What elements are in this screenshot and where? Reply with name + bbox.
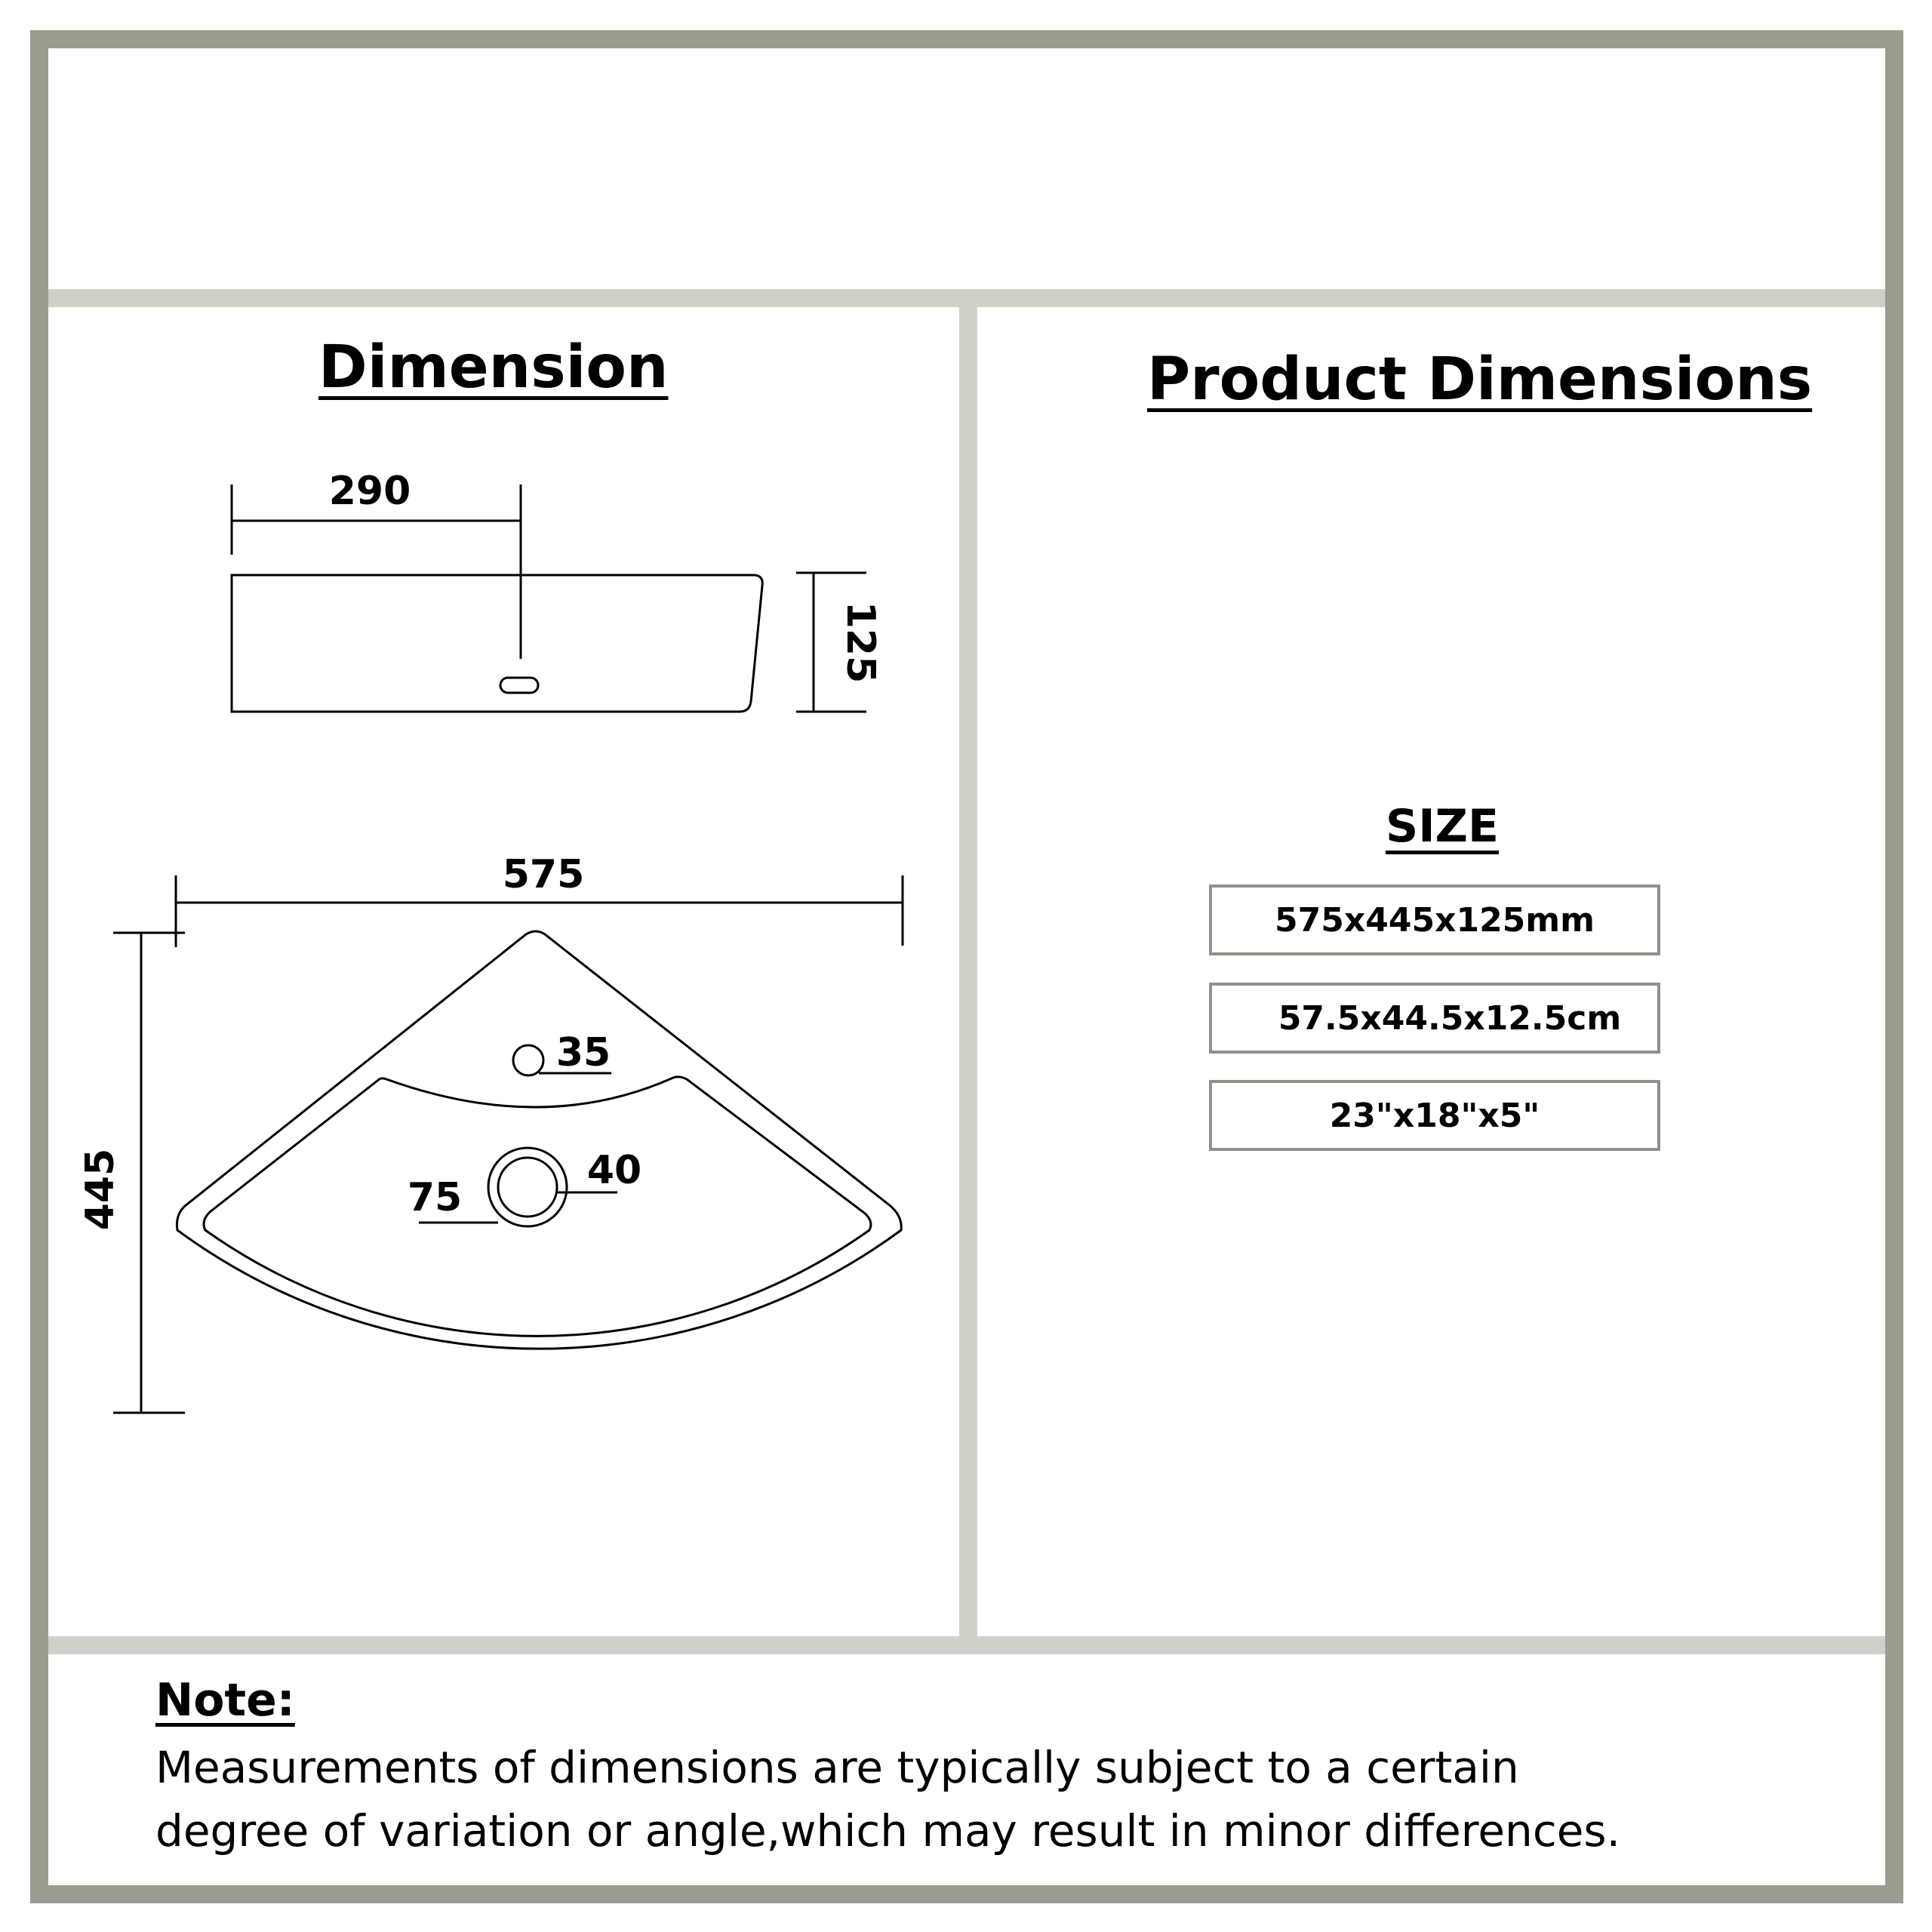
drain-inner-circle	[497, 1156, 558, 1218]
drain-outer-circle	[487, 1146, 568, 1228]
size-cm-box: 57.5x44.5x12.5cm	[1209, 983, 1660, 1054]
top-view: 575 445 35 40 75	[78, 852, 904, 1414]
side-height-label: 125	[838, 601, 883, 684]
basin-top-outline	[176, 930, 903, 1350]
center-divider	[959, 306, 977, 1638]
note-line-1: Measurements of dimensions are typically…	[155, 1742, 1519, 1793]
product-dimensions-title: Product Dimensions	[1147, 346, 1813, 414]
note-title: Note:	[155, 1674, 295, 1727]
technical-drawing: 290 125 575 445 35 40 75	[78, 469, 904, 1414]
overflow-slot	[499, 676, 540, 694]
note-text: Measurements of dimensions are typically…	[155, 1736, 1816, 1863]
top-depth-label: 445	[78, 1149, 123, 1231]
basin-bowl-outline	[202, 1075, 872, 1337]
tap-hole-label: 35	[556, 1030, 611, 1075]
size-mm: 575x445x125mm	[1275, 900, 1595, 940]
note-line-2: degree of variation or angle,which may r…	[155, 1805, 1621, 1857]
drain-outer-label: 75	[408, 1175, 462, 1220]
top-divider	[48, 289, 1885, 307]
size-inch: 23"x18"x5"	[1329, 1096, 1540, 1135]
basin-side-outline	[230, 574, 764, 713]
bottom-divider	[48, 1636, 1885, 1654]
side-view: 290 125	[230, 469, 883, 713]
side-width-label: 290	[329, 469, 411, 514]
tap-hole	[512, 1044, 545, 1077]
size-cm: 57.5x44.5x12.5cm	[1278, 998, 1622, 1038]
size-mm-box: 575x445x125mm	[1209, 884, 1660, 955]
top-width-label: 575	[503, 852, 585, 897]
dimension-title: Dimension	[318, 334, 669, 401]
outer-frame	[30, 30, 1903, 1903]
size-heading: SIZE	[1386, 800, 1500, 853]
size-inch-box: 23"x18"x5"	[1209, 1080, 1660, 1151]
drain-inner-label: 40	[587, 1148, 641, 1193]
